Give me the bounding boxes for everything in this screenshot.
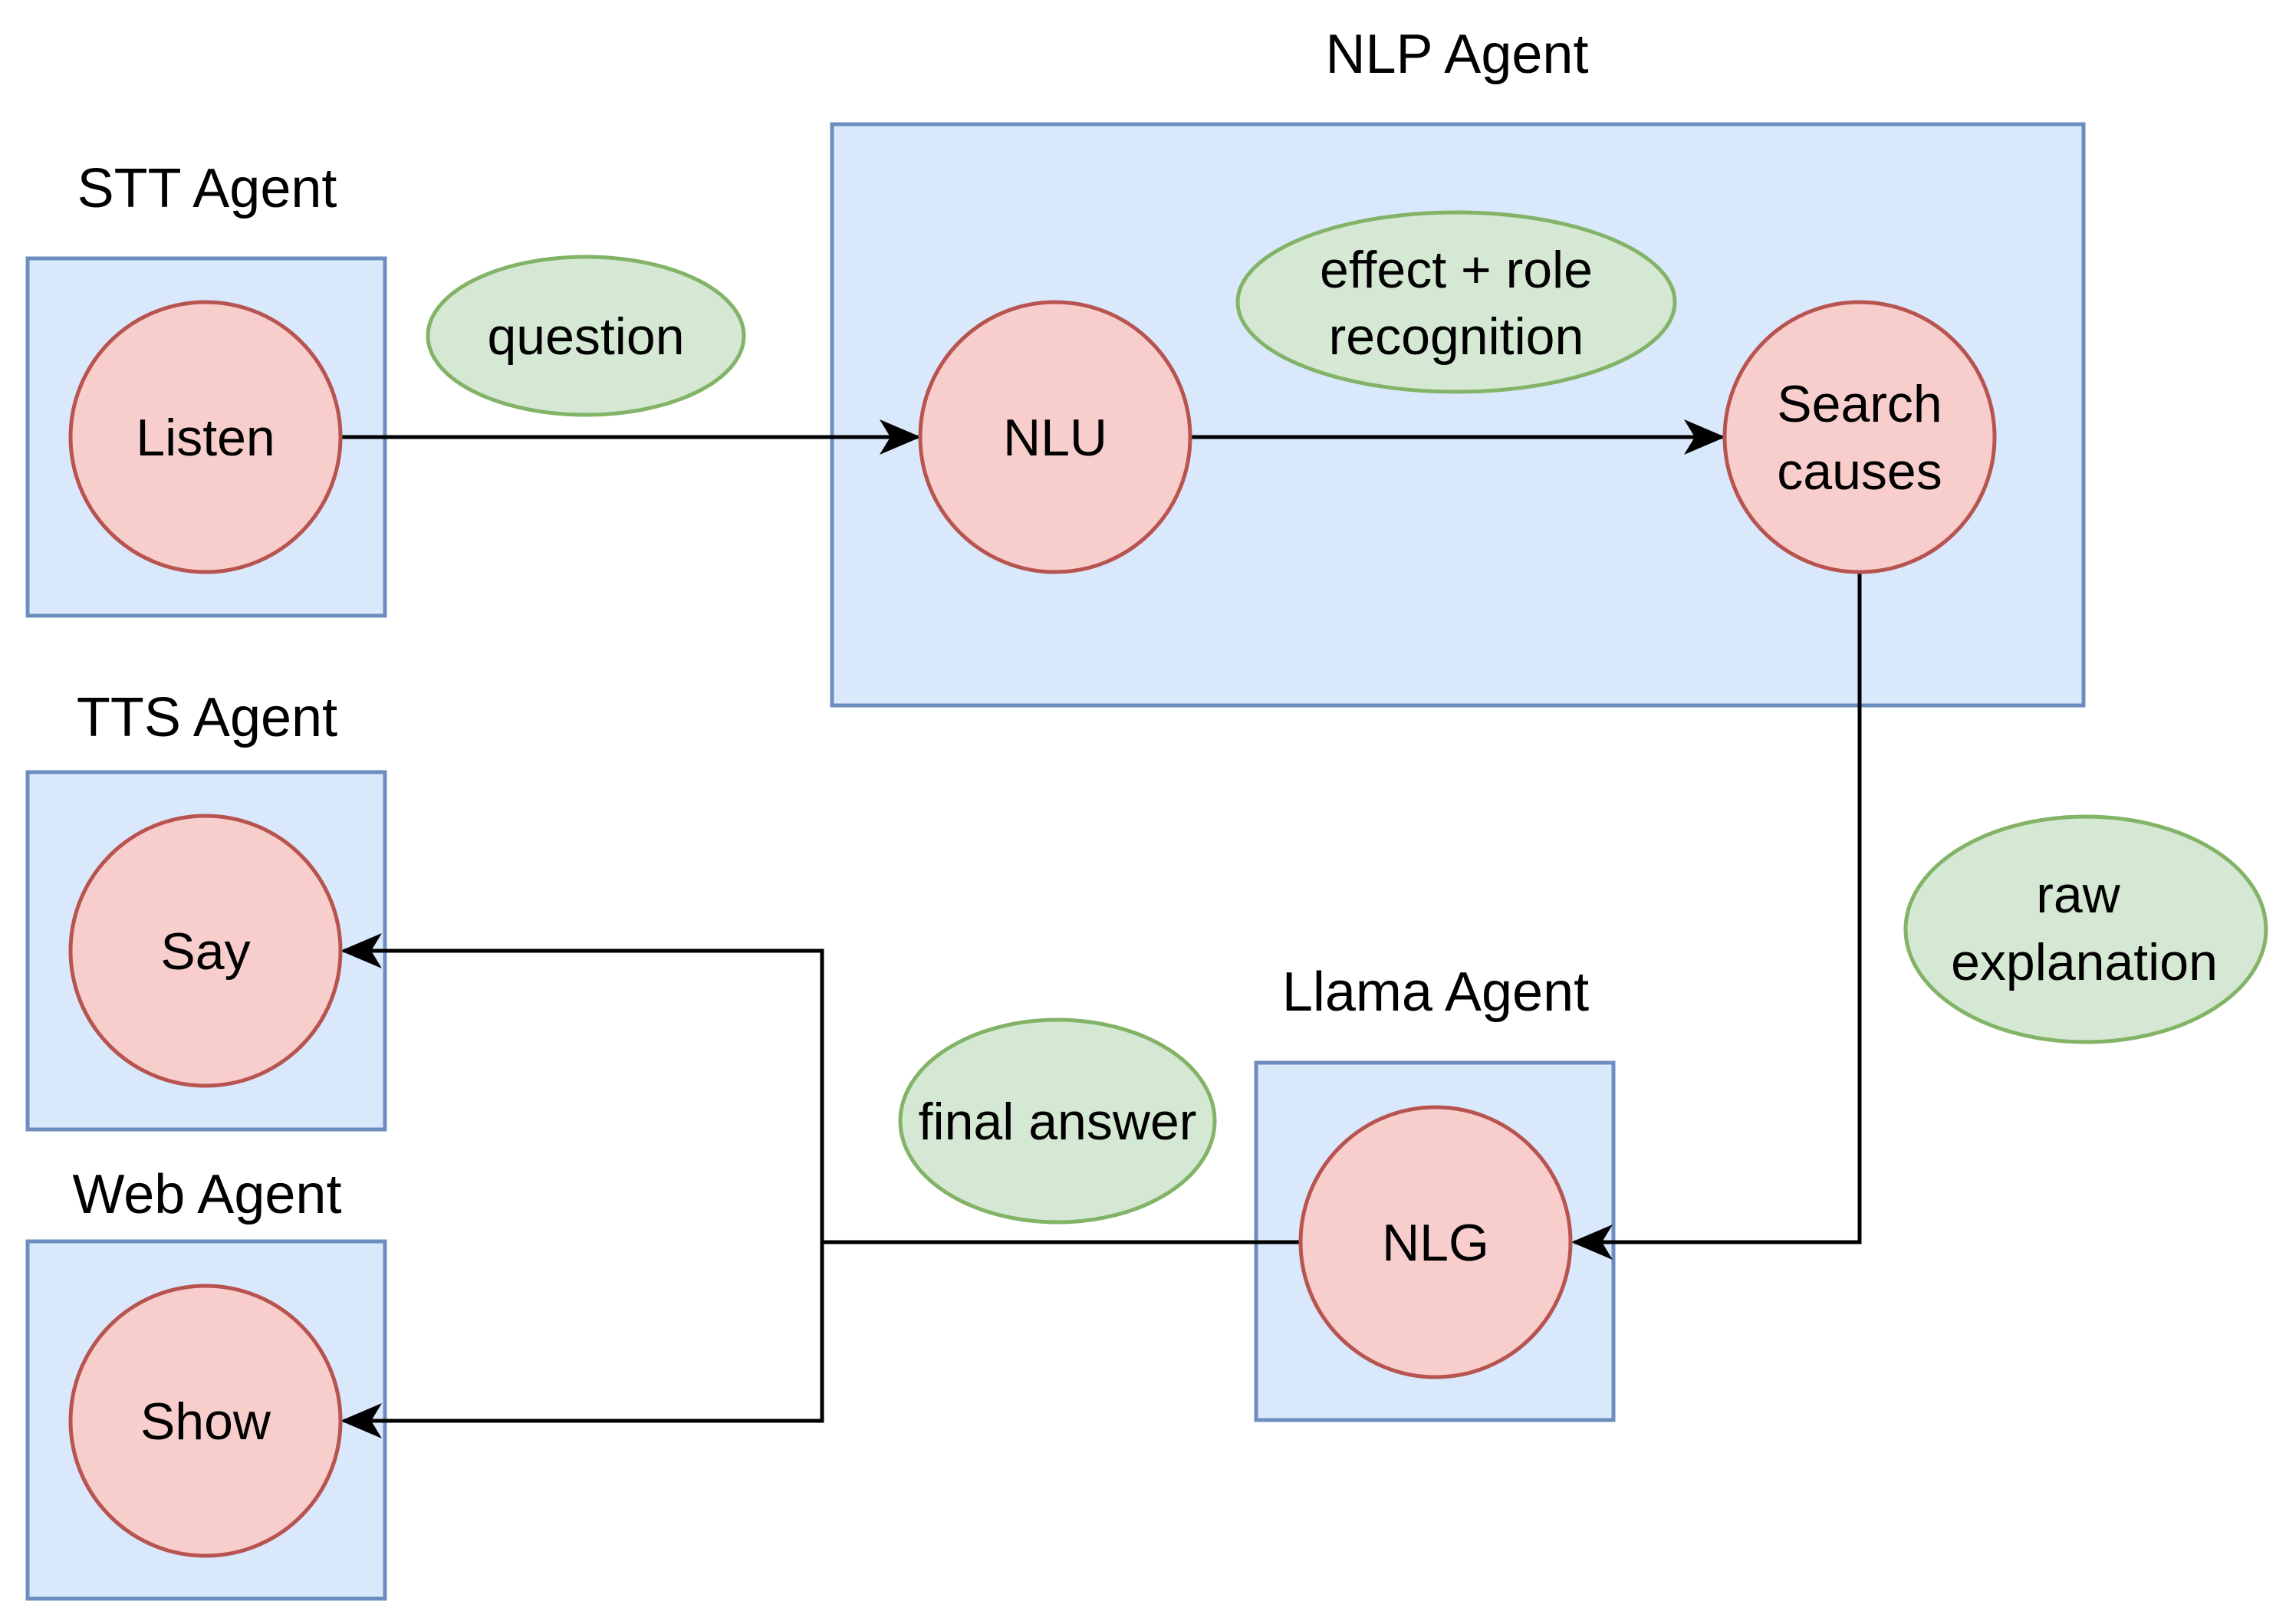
final-answer-label-ellipse xyxy=(898,1017,1217,1225)
nlu-node xyxy=(918,300,1192,574)
show-node xyxy=(68,1284,343,1558)
nlg-node xyxy=(1298,1105,1573,1379)
say-node xyxy=(68,814,343,1088)
question-label: question xyxy=(487,307,684,366)
question-label-ellipse xyxy=(426,255,746,417)
raw-explanation-label-line1: raw xyxy=(2036,866,2120,924)
search-causes-node xyxy=(1722,300,1997,574)
show-node-label: Show xyxy=(140,1392,271,1451)
edge-junction-to-say xyxy=(340,933,824,1419)
web-agent-title: Web Agent xyxy=(73,1164,342,1225)
listen-node-label: Listen xyxy=(136,409,275,467)
effect-role-recognition-label-line1: effect + role xyxy=(1320,241,1593,299)
listen-node xyxy=(68,300,343,574)
tts-agent-title: TTS Agent xyxy=(77,687,337,748)
raw-explanation-label-ellipse xyxy=(1903,814,2268,1044)
search-causes-node-label-line2: causes xyxy=(1777,442,1942,501)
nlp-agent-title: NLP Agent xyxy=(1326,24,1589,85)
edge-junction-to-show xyxy=(340,1242,824,1438)
nlu-node-label: NLU xyxy=(1003,409,1107,467)
edge-search-causes-to-nlg xyxy=(1571,574,1862,1260)
final-answer-label: final answer xyxy=(919,1093,1197,1151)
llama-agent-title: Llama Agent xyxy=(1282,962,1589,1023)
nlg-node-label: NLG xyxy=(1382,1214,1489,1272)
raw-explanation-label-line2: explanation xyxy=(1951,933,2218,991)
effect-role-recognition-label-ellipse xyxy=(1235,210,1677,394)
stt-agent-title: STT Agent xyxy=(77,158,337,219)
effect-role-recognition-label-line2: recognition xyxy=(1329,307,1584,366)
say-node-label: Say xyxy=(160,922,250,981)
search-causes-node-label-line1: Search xyxy=(1777,375,1942,433)
